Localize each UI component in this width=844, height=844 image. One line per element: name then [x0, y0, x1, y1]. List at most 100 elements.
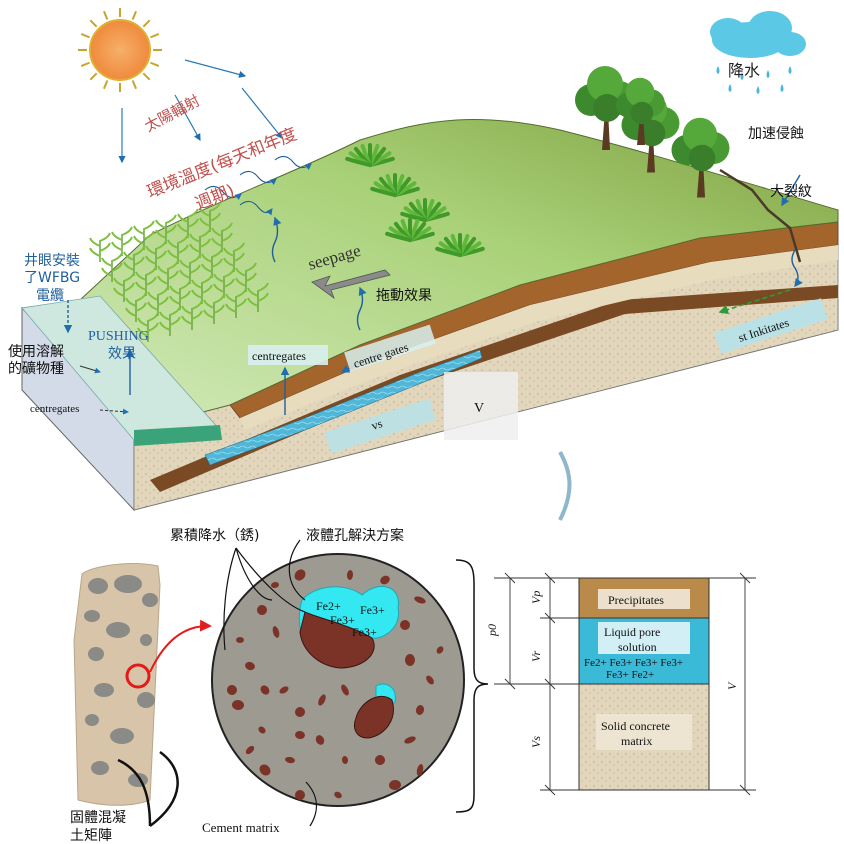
- rust-particle: [232, 699, 244, 711]
- aggregate-stone: [142, 593, 158, 607]
- aggregate-stone: [88, 647, 104, 661]
- aggregate-stone: [137, 692, 155, 708]
- crop-plant-icon: [167, 234, 189, 264]
- rain-drop-icon: [780, 84, 784, 92]
- crop-plant-icon: [179, 254, 201, 284]
- rust-particle: [272, 626, 280, 638]
- crop-plant-icon: [89, 232, 111, 262]
- crop-plant-icon: [125, 292, 147, 322]
- trees: [575, 66, 730, 198]
- shrub-icon: [345, 143, 395, 167]
- crop-plant-icon: [159, 306, 181, 336]
- sun-ray: [103, 80, 109, 90]
- crop-plant-icon: [113, 272, 135, 302]
- pushing-effect-label-2: 效果: [108, 346, 136, 362]
- crop-plant-icon: [223, 242, 245, 272]
- aggregate-stone: [110, 728, 134, 744]
- rust-particle: [416, 764, 424, 776]
- ion-4: Fe3+: [352, 625, 377, 639]
- vs-label: vs: [370, 416, 385, 433]
- sun-ray: [142, 19, 151, 28]
- rust-particle: [414, 596, 426, 604]
- crop-plant-icon: [203, 294, 225, 324]
- aggregate-stone: [85, 714, 99, 726]
- large-cracks-label: 大裂紋: [770, 184, 812, 200]
- aggregate-stone: [88, 578, 108, 594]
- liquid-pore-solution-label: 液體孔解決方案: [306, 527, 404, 544]
- sun-ray: [80, 61, 90, 67]
- sun-ray: [89, 19, 98, 28]
- ion-2: Fe3+: [330, 613, 355, 627]
- crop-plant-icon: [101, 252, 123, 282]
- precipitates-label: Precipitates: [608, 593, 664, 607]
- microstructure-circle: Fe2+ Fe3+ Fe3+ Fe3+: [211, 553, 465, 807]
- curly-bracket: [455, 559, 489, 813]
- liquid-label-1: Liquid pore: [604, 625, 660, 639]
- rust-particle: [257, 605, 267, 615]
- aggregate-stone: [94, 683, 114, 697]
- shrubs: [345, 143, 485, 257]
- rust-particle: [400, 620, 410, 630]
- crop-plant-icon: [225, 288, 247, 318]
- centregates-label-upper: centregates: [252, 349, 306, 363]
- crop-plant-icon: [189, 228, 211, 258]
- ion-3: Fe3+: [360, 603, 385, 617]
- crop-field: [89, 202, 269, 342]
- rust-particle: [415, 705, 425, 715]
- rain-drop-icon: [788, 66, 792, 74]
- rain-drop-icon: [716, 66, 720, 74]
- aggregate-stone: [106, 622, 130, 638]
- rust-particle: [426, 675, 434, 685]
- borehole-strip: [134, 425, 222, 446]
- rust-particle: [346, 570, 354, 580]
- dashed-arrows: [79, 289, 791, 415]
- rust-particle: [295, 730, 305, 740]
- aggregate-stone: [140, 634, 152, 646]
- aggregate-stone: [91, 761, 109, 775]
- crop-plant-icon: [247, 282, 269, 312]
- landscape-block: [20, 118, 839, 521]
- rust-particle: [245, 745, 255, 755]
- crop-plant-icon: [133, 220, 155, 250]
- rust-particle: [245, 661, 255, 671]
- rust-particle: [389, 779, 401, 791]
- rust-particle: [227, 685, 238, 695]
- core-highlight-circle: [125, 663, 151, 689]
- tree-icon: [616, 77, 665, 145]
- accelerated-erosion-label: 加速侵蝕: [748, 125, 804, 142]
- crop-plant-icon: [199, 202, 221, 232]
- vs-dim-label: Vs: [529, 736, 543, 748]
- seepage-arrow: [311, 269, 391, 300]
- rust-particle: [404, 654, 416, 666]
- liquid-label-2: solution: [618, 640, 657, 654]
- solid-label-1: Solid concrete: [601, 719, 670, 733]
- p0-label: p0: [485, 624, 499, 637]
- dissolved-minerals-label-2: 的礦物種: [8, 360, 64, 377]
- rust-particle: [436, 646, 444, 654]
- sun-ray: [150, 61, 160, 67]
- dissolved-minerals-label-1: 使用溶解: [8, 343, 64, 360]
- solar-radiation-arrows: [118, 59, 283, 164]
- centregates-box-upper: [248, 345, 328, 365]
- vr-label: Vr: [529, 651, 543, 662]
- sun-ray: [89, 72, 98, 81]
- crop-plant-icon: [235, 262, 257, 292]
- concrete-core-sample: [73, 563, 212, 828]
- crop-plant-icon: [111, 226, 133, 256]
- crack: [719, 168, 802, 263]
- aggregate-stone: [84, 610, 100, 622]
- v-label: V: [474, 401, 484, 416]
- crop-plant-icon: [123, 246, 145, 276]
- wfbg-label-3: 電纜: [36, 287, 64, 304]
- sun-ray: [80, 33, 90, 39]
- small-rust-deposit: [354, 695, 394, 739]
- crop-plant-icon: [213, 268, 235, 298]
- rust-particle: [404, 736, 416, 744]
- sun-ray: [103, 10, 109, 20]
- rain-drop-icon: [766, 70, 770, 78]
- aggregate-stone: [114, 575, 142, 593]
- crop-plant-icon: [135, 266, 157, 296]
- tree-icon: [671, 117, 730, 198]
- rust-particle: [318, 694, 326, 706]
